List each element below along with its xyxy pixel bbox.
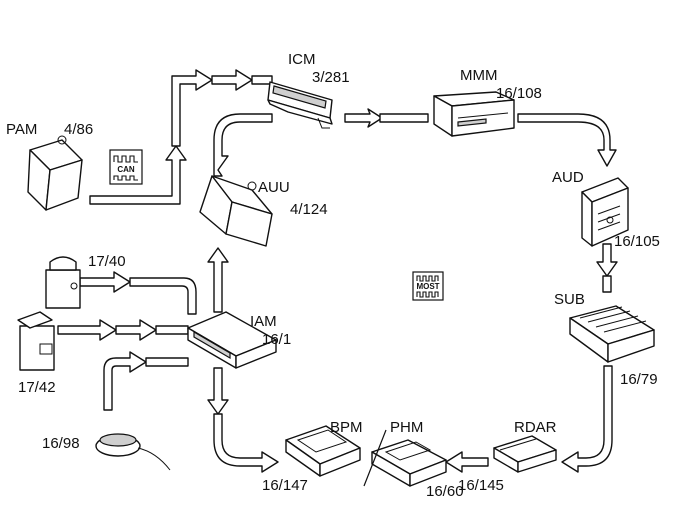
phm-module — [371, 439, 447, 487]
sub-name: SUB — [554, 291, 585, 308]
icm-module — [267, 81, 333, 129]
phm-name: PHM — [390, 419, 423, 436]
auu-module — [199, 175, 273, 247]
pam-name: PAM — [6, 121, 37, 138]
phm-ref: 16/60 — [426, 483, 464, 500]
arrow-rdar-to-phm — [445, 451, 489, 473]
most-badge: MOST — [412, 271, 444, 301]
most-badge-label: MOST — [416, 282, 439, 291]
puck-device-ref: 16/98 — [42, 435, 80, 452]
device-17-40 — [45, 256, 81, 309]
arrow-1742-to-iam — [57, 319, 117, 341]
arrow-auu-to-icm — [213, 113, 273, 177]
aud-name: AUD — [552, 169, 584, 186]
arrow-iam-to-auu — [207, 247, 229, 313]
arrow-mmm-to-aud — [517, 113, 617, 167]
device-16-98 — [95, 433, 171, 471]
iam-name: IAM — [250, 313, 277, 330]
upper-device-ref: 17/40 — [88, 253, 126, 270]
auu-name: AUU — [258, 179, 290, 196]
can-badge-label: CAN — [117, 165, 135, 174]
connection-arrows — [57, 69, 618, 473]
aud-ref: 16/105 — [614, 233, 660, 250]
sub-ref: 16/79 — [620, 371, 658, 388]
mmm-name: MMM — [460, 67, 498, 84]
pam-ref: 4/86 — [64, 121, 93, 138]
can-badge: CAN — [109, 149, 143, 185]
rdar-name: RDAR — [514, 419, 557, 436]
bpm-name: BPM — [330, 419, 363, 436]
arrow-iam-to-bpm — [207, 367, 229, 415]
rdar-ref: 16/145 — [458, 477, 504, 494]
bpm-module — [285, 425, 361, 477]
arrow-icm-to-mmm — [344, 108, 383, 128]
pam-module — [27, 135, 83, 211]
module-labels: ICM 3/281 MMM 16/108 AUD 16/105 SUB 16/7… — [6, 51, 660, 500]
icm-ref: 3/281 — [312, 69, 350, 86]
iam-module — [187, 311, 277, 369]
sub-module — [569, 305, 655, 363]
bpm-phm-divider — [363, 429, 387, 487]
icm-name: ICM — [288, 51, 316, 68]
bpm-ref: 16/147 — [262, 477, 308, 494]
lower-device-ref: 17/42 — [18, 379, 56, 396]
aud-module — [581, 177, 629, 247]
auu-ref: 4/124 — [290, 201, 328, 218]
mmm-module — [433, 91, 515, 137]
mmm-ref: 16/108 — [496, 85, 542, 102]
arrow-pam-to-icm — [89, 145, 187, 205]
arrow-1740-to-iam — [79, 271, 131, 293]
arrow-aud-to-sub — [596, 243, 618, 277]
iam-ref: 16/1 — [262, 331, 291, 348]
rdar-module — [493, 435, 557, 473]
arrow-sub-to-rdar — [561, 365, 613, 473]
arrow-1698-to-iam — [103, 351, 147, 411]
device-17-42 — [17, 311, 55, 371]
